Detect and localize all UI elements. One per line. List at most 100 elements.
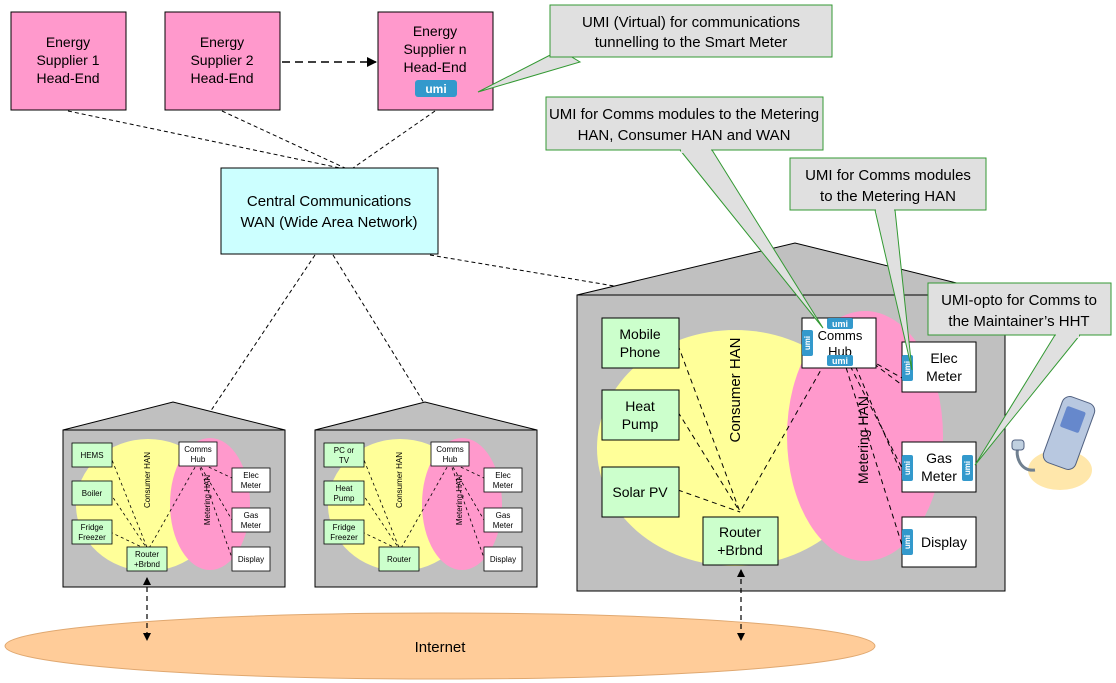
svg-text:Display: Display xyxy=(238,555,264,564)
svg-text:Pump: Pump xyxy=(622,416,659,432)
internet-label: Internet xyxy=(415,639,467,656)
h1-router: Router +Brbnd xyxy=(126,546,168,572)
svg-text:UMI for Comms modules to the M: UMI for Comms modules to the Metering xyxy=(549,106,819,123)
svg-text:Elec: Elec xyxy=(495,471,511,480)
callout-umi-virtual: UMI (Virtual) for communications tunnell… xyxy=(477,4,833,93)
h1-hems: HEMS xyxy=(71,442,113,468)
svg-text:umi: umi xyxy=(903,535,912,549)
supplier-n-head-end: Energy Supplier n Head-End umi xyxy=(377,11,494,111)
svg-text:umi: umi xyxy=(903,361,912,375)
h1-boiler: Boiler xyxy=(71,480,113,506)
umi-side-icon xyxy=(802,330,813,356)
wan-line2: WAN (Wide Area Network) xyxy=(241,214,418,231)
callout-metering: UMI for Comms modules to the Metering HA… xyxy=(789,157,987,371)
svg-text:the Maintainer’s HHT: the Maintainer’s HHT xyxy=(948,313,1089,330)
wan-line1: Central Communications xyxy=(247,193,411,210)
display: Display umi xyxy=(901,516,977,568)
svg-text:Solar PV: Solar PV xyxy=(612,484,668,500)
router-brbnd: Router +Brbnd xyxy=(702,516,779,566)
svg-text:UMI-opto for Comms to: UMI-opto for Comms to xyxy=(941,292,1097,309)
svg-text:umi: umi xyxy=(963,461,972,475)
svg-text:Comms: Comms xyxy=(184,445,212,454)
h2-heat-pump: Heat Pump xyxy=(323,480,365,506)
svg-text:Heat: Heat xyxy=(336,484,354,493)
h2-fridge-freezer: Fridge Freezer xyxy=(323,519,365,545)
svg-text:Meter: Meter xyxy=(241,521,262,530)
comms-hub: Comms Hub umi umi umi xyxy=(801,317,877,369)
svg-text:Router: Router xyxy=(135,550,159,559)
supplier-2-line2: Supplier 2 xyxy=(190,52,253,68)
house-2: Consumer HAN Metering HAN PC or TV Heat … xyxy=(314,401,538,588)
svg-text:Hub: Hub xyxy=(191,455,206,464)
umi-top-icon xyxy=(827,318,853,329)
handheld-terminal-icon xyxy=(1011,396,1096,490)
svg-text:umi: umi xyxy=(425,82,446,96)
svg-text:Meter: Meter xyxy=(926,368,962,384)
supplier-n-line3: Head-End xyxy=(403,59,466,75)
h1-metering-han: Metering HAN xyxy=(203,475,212,525)
h1-elec-meter: Elec Meter xyxy=(231,467,271,493)
svg-text:TV: TV xyxy=(339,456,350,465)
svg-text:Gas: Gas xyxy=(244,511,259,520)
umi-logo-icon: umi xyxy=(415,80,457,97)
supplier-1-line2: Supplier 1 xyxy=(36,52,99,68)
callout-opto: UMI-opto for Comms to the Maintainer’s H… xyxy=(927,282,1112,466)
umi-bottom-icon xyxy=(827,355,853,366)
svg-text:HAN, Consumer HAN and WAN: HAN, Consumer HAN and WAN xyxy=(578,127,791,144)
h1-consumer-han: Consumer HAN xyxy=(143,452,152,508)
svg-text:Router: Router xyxy=(719,524,761,540)
device-heat-pump: Heat Pump xyxy=(601,389,680,441)
callout-comms-modules: UMI for Comms modules to the Metering HA… xyxy=(545,96,824,329)
svg-text:Comms: Comms xyxy=(436,445,464,454)
supplier-2-line3: Head-End xyxy=(190,70,253,86)
svg-text:Gas: Gas xyxy=(496,511,511,520)
internet-cloud xyxy=(4,612,876,680)
h1-comms-hub: Comms Hub xyxy=(178,441,218,467)
consumer-han-label: Consumer HAN xyxy=(727,337,744,442)
house-3: Consumer HAN Metering HAN Mobile Phone H… xyxy=(576,242,1006,592)
central-wan: Central Communications WAN (Wide Area Ne… xyxy=(220,167,439,255)
svg-text:umi: umi xyxy=(903,461,912,475)
umi-display-icon xyxy=(902,529,913,555)
supplier-1-head-end: Energy Supplier 1 Head-End xyxy=(10,11,127,111)
h2-comms-hub: Comms Hub xyxy=(430,441,470,467)
supplier-2-head-end: Energy Supplier 2 Head-End xyxy=(164,11,281,111)
h2-consumer-han: Consumer HAN xyxy=(395,452,404,508)
h2-router: Router xyxy=(378,546,420,572)
svg-text:Meter: Meter xyxy=(493,481,514,490)
house-1: Consumer HAN Metering HAN HEMS Boiler Fr… xyxy=(62,401,286,588)
h1-fridge-freezer: Fridge Freezer xyxy=(71,519,113,545)
svg-text:Hub: Hub xyxy=(443,455,458,464)
svg-text:Phone: Phone xyxy=(620,344,661,360)
supplier-2-line1: Energy xyxy=(200,34,244,50)
h2-elec-meter: Elec Meter xyxy=(483,467,523,493)
supplier-1-line1: Energy xyxy=(46,34,90,50)
svg-text:Heat: Heat xyxy=(625,398,655,414)
svg-text:Fridge: Fridge xyxy=(81,523,104,532)
svg-text:+Brbnd: +Brbnd xyxy=(134,560,160,569)
svg-text:Comms: Comms xyxy=(818,328,863,343)
svg-text:to the Metering HAN: to the Metering HAN xyxy=(820,188,956,205)
h2-display: Display xyxy=(483,546,523,572)
svg-text:Freezer: Freezer xyxy=(78,533,106,542)
svg-text:Fridge: Fridge xyxy=(333,523,356,532)
svg-text:HEMS: HEMS xyxy=(80,451,103,460)
svg-text:Elec: Elec xyxy=(930,350,957,366)
umi-opto-icon xyxy=(962,455,973,481)
callout-virtual-line2: tunnelling to the Smart Meter xyxy=(595,34,788,51)
h1-display: Display xyxy=(231,546,271,572)
metering-han-label: Metering HAN xyxy=(855,396,871,484)
supplier-1-line3: Head-End xyxy=(36,70,99,86)
svg-text:Pump: Pump xyxy=(334,494,355,503)
svg-text:+Brbnd: +Brbnd xyxy=(717,542,763,558)
device-mobile-phone: Mobile Phone xyxy=(601,317,680,369)
svg-text:Display: Display xyxy=(490,555,516,564)
svg-text:Meter: Meter xyxy=(493,521,514,530)
elec-meter: Elec Meter umi xyxy=(901,341,977,393)
svg-text:Display: Display xyxy=(921,534,967,550)
h2-gas-meter: Gas Meter xyxy=(483,507,523,533)
svg-text:umi: umi xyxy=(832,356,848,366)
svg-text:Router: Router xyxy=(387,555,411,564)
supplier-n-line2: Supplier n xyxy=(403,41,466,57)
